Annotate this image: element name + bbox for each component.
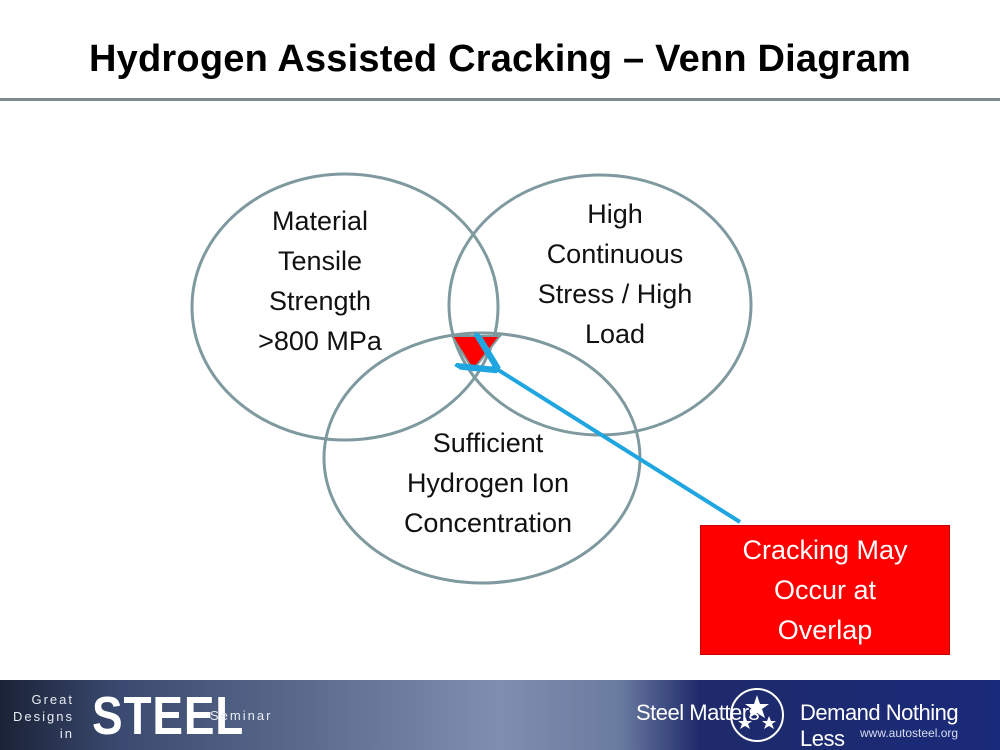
footer-designs: Designs: [13, 709, 74, 724]
circle-stress-label: High Continuous Stress / High Load: [537, 199, 693, 349]
circle-material-label: Material Tensile Strength >800 MPa: [258, 206, 382, 356]
footer-seminar: Seminar: [210, 708, 273, 723]
stars-logo-icon: [730, 688, 784, 742]
cracking-callout: Cracking May Occur at Overlap: [700, 525, 950, 655]
footer-url: www.autosteel.org: [860, 726, 959, 740]
demand-nothing-less-text: Demand Nothing Less: [800, 700, 959, 750]
circle-hydrogen-label: Sufficient Hydrogen Ion Concentration: [403, 428, 573, 538]
footer-banner: Great Designs in STEEL Seminar Steel Mat…: [0, 680, 1000, 750]
circle-material: [190, 172, 500, 442]
title-divider: [0, 98, 1000, 101]
steel-logo-text: STEEL: [92, 686, 245, 746]
footer-great: Great: [31, 692, 74, 707]
callout-arrow: [492, 366, 742, 524]
venn-diagram: [190, 172, 753, 585]
slide-title: Hydrogen Assisted Cracking – Venn Diagra…: [89, 38, 911, 80]
steel-matters-text: Steel Matters: [636, 700, 760, 725]
footer-in: in: [59, 726, 74, 741]
